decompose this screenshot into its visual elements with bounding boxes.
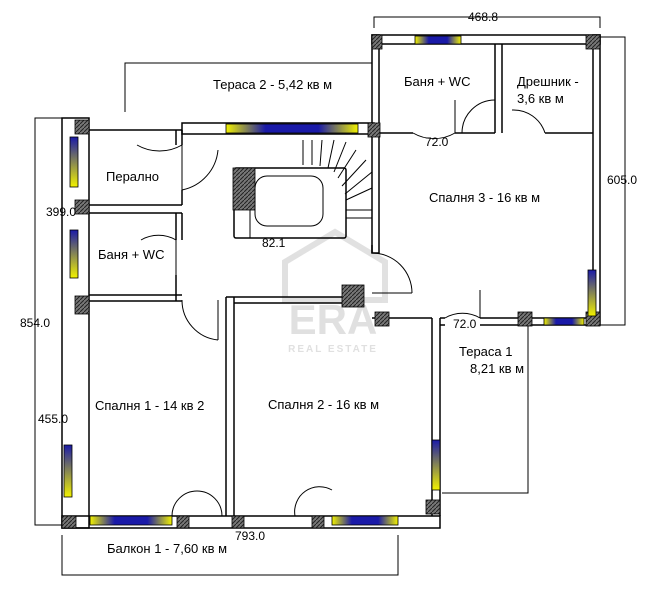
dim-left-total: 854.0 bbox=[20, 316, 50, 330]
label-balcony1: Балкон 1 - 7,60 кв м bbox=[107, 541, 227, 556]
watermark-sub: REAL ESTATE bbox=[288, 344, 378, 355]
label-terrace1-line1: Тераса 1 bbox=[459, 344, 512, 359]
room-labels: Тераса 2 - 5,42 кв м Баня + WC Дрешник -… bbox=[95, 74, 579, 556]
watermark: ERA REAL ESTATE bbox=[282, 228, 388, 355]
dim-door-right: 72.0 bbox=[453, 317, 477, 331]
label-closet-line1: Дрешник - bbox=[517, 74, 579, 89]
windows bbox=[63, 35, 597, 526]
label-bedroom1: Спалня 1 - 14 кв 2 bbox=[95, 398, 204, 413]
doors bbox=[136, 99, 546, 517]
dim-right: 605.0 bbox=[607, 173, 637, 187]
dim-left-lower: 455.0 bbox=[38, 412, 68, 426]
dim-door-top: 72.0 bbox=[425, 135, 449, 149]
columns bbox=[61, 34, 601, 529]
walls bbox=[61, 34, 601, 529]
dimension-lines bbox=[34, 16, 626, 576]
label-bedroom2: Спалня 2 - 16 кв м bbox=[268, 397, 379, 412]
dim-top: 468.8 bbox=[468, 10, 498, 24]
dim-stair: 82.1 bbox=[262, 236, 286, 250]
label-terrace1-line2: 8,21 кв м bbox=[470, 361, 524, 376]
label-bedroom3: Спалня 3 - 16 кв м bbox=[429, 190, 540, 205]
stairs bbox=[249, 139, 373, 238]
dim-left-upper: 399.0 bbox=[46, 205, 76, 219]
label-bath-left: Баня + WC bbox=[98, 247, 164, 262]
label-bath-top: Баня + WC bbox=[404, 74, 470, 89]
dim-bottom: 793.0 bbox=[235, 529, 265, 543]
label-laundry: Перално bbox=[106, 169, 159, 184]
label-terrace2: Тераса 2 - 5,42 кв м bbox=[213, 77, 332, 92]
dimension-labels: 468.8 605.0 399.0 854.0 455.0 793.0 72.0… bbox=[20, 10, 637, 543]
label-closet-line2: 3,6 кв м bbox=[517, 91, 564, 106]
